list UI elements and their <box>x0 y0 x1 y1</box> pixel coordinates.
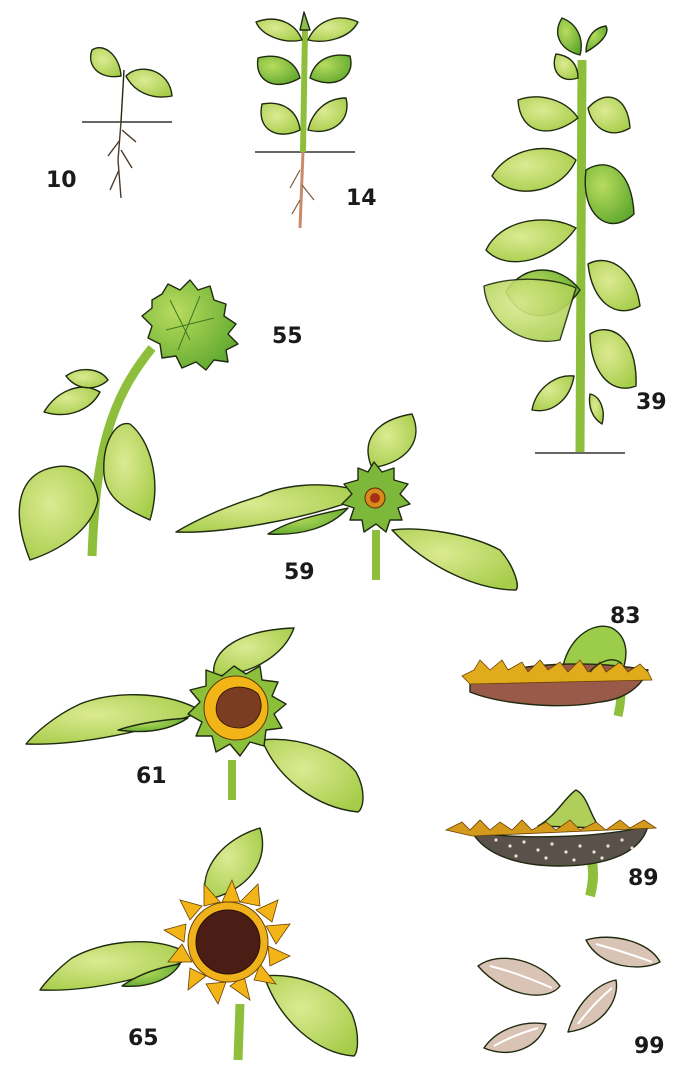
stage-89-ripe-head-drawing <box>446 790 656 896</box>
stage-83-ripening-head-drawing <box>462 626 652 716</box>
stage-label-59: 59 <box>284 562 315 584</box>
stage-label-10: 10 <box>46 170 77 192</box>
stage-14-young-plant-drawing <box>255 12 358 228</box>
stage-label-89: 89 <box>628 868 659 890</box>
stage-61-early-flowering-drawing <box>26 628 363 812</box>
stage-label-99: 99 <box>634 1036 665 1058</box>
stage-10-seedling-drawing <box>82 48 172 198</box>
stage-label-39: 39 <box>636 392 667 414</box>
stage-label-83: 83 <box>610 606 641 628</box>
stage-99-seeds-drawing <box>478 937 660 1052</box>
stage-label-61: 61 <box>136 766 167 788</box>
stage-65-full-flowering-drawing <box>40 828 358 1060</box>
stage-label-65: 65 <box>128 1028 159 1050</box>
stage-label-14: 14 <box>346 188 377 210</box>
stage-39-tall-plant-drawing <box>484 18 640 453</box>
stage-label-55: 55 <box>272 326 303 348</box>
stage-59-bud-opening-drawing <box>176 414 517 590</box>
